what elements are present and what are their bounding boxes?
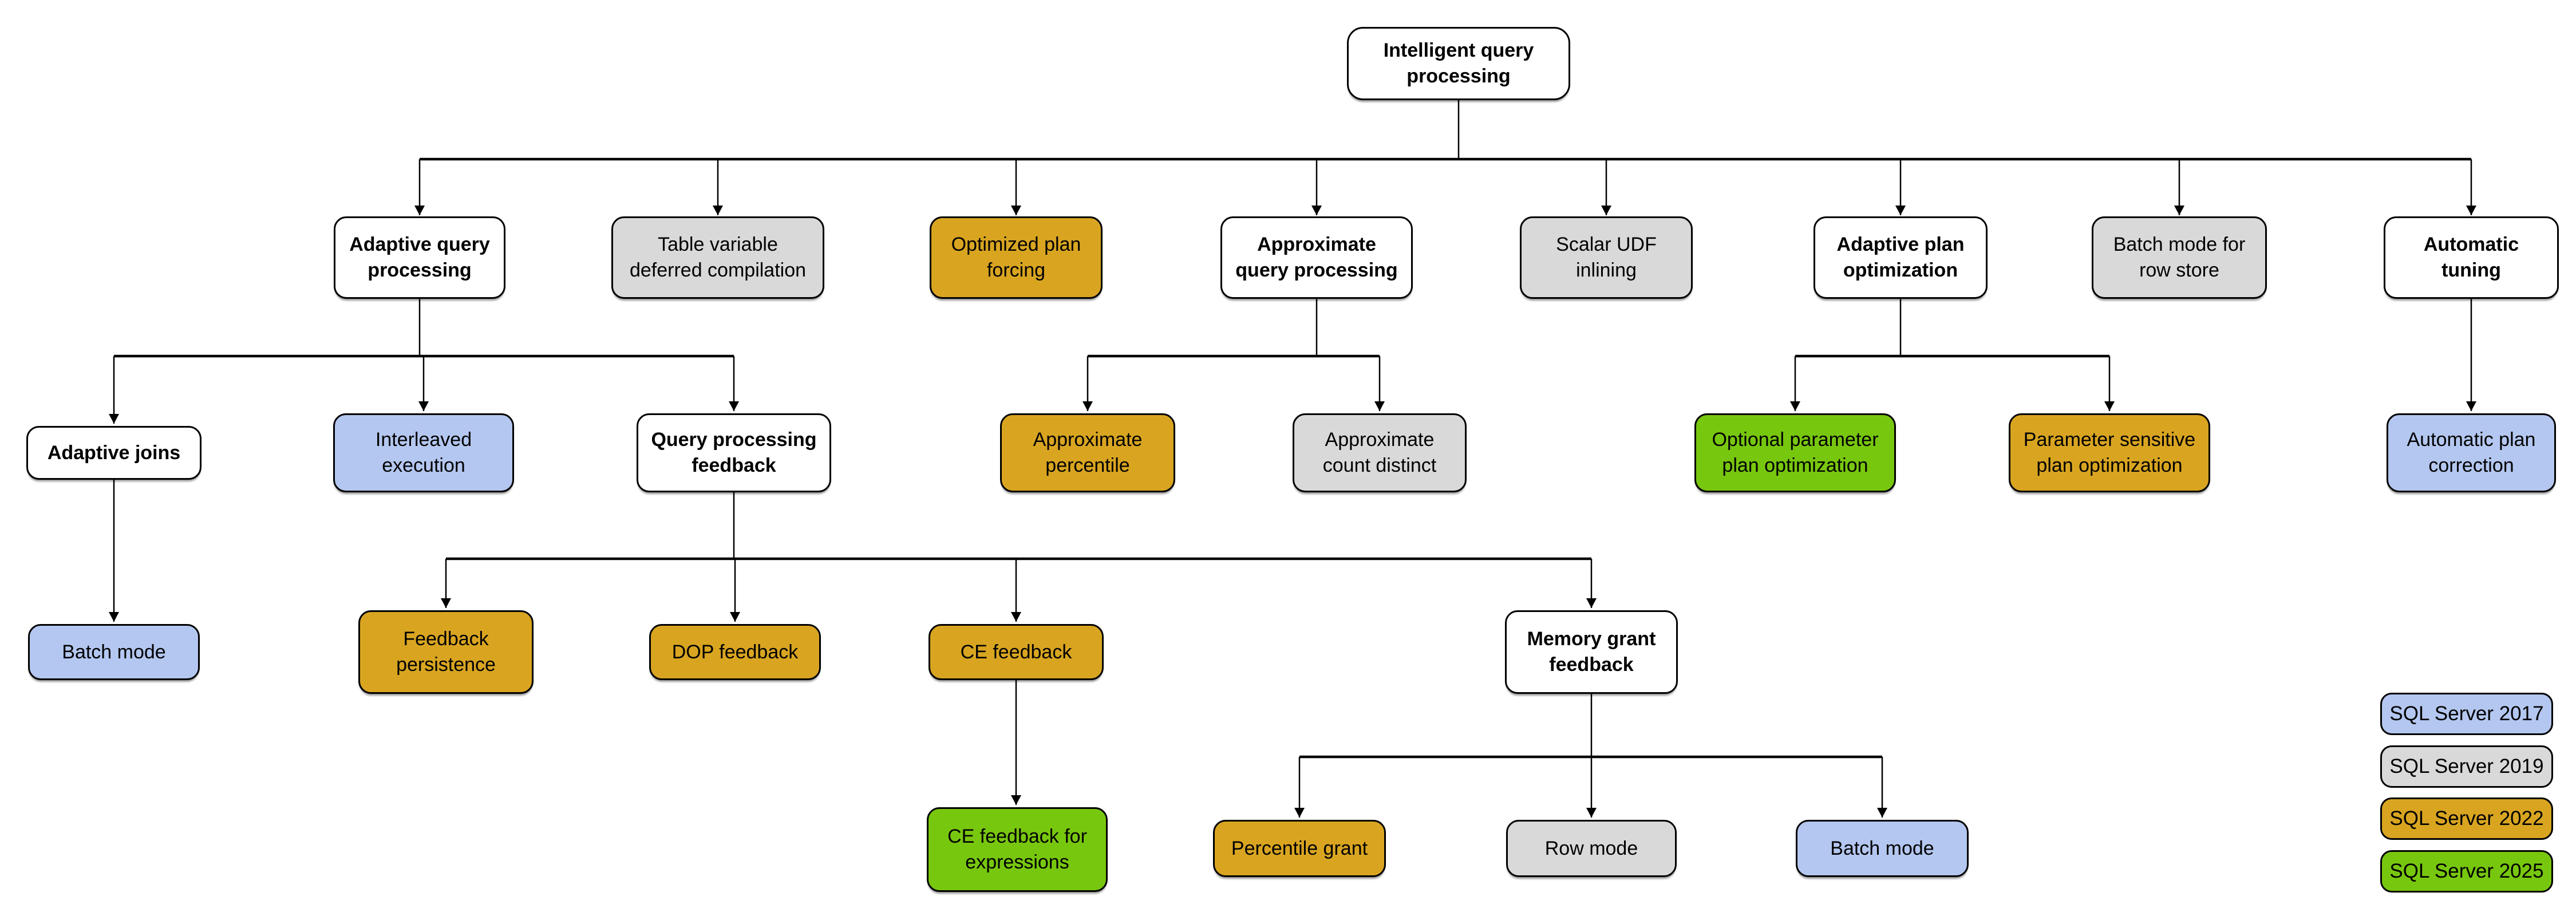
node-label: Percentile grant (1231, 837, 1368, 859)
node-automatic-tuning: Automatic tuning (2384, 216, 2559, 299)
node-label: Optimized plan forcing (951, 234, 1081, 281)
node-feedback-persistence: Feedback persistence (358, 610, 534, 694)
node-approximate-percentile: Approximate percentile (1000, 413, 1175, 492)
node-label: Batch mode (1830, 837, 1934, 859)
node-automatic-plan-correction: Automatic plan correction (2387, 413, 2556, 492)
node-label: Approximate percentile (1033, 429, 1143, 476)
node-label: CE feedback for expressions (947, 826, 1087, 873)
node-label: Scalar UDF inlining (1556, 234, 1657, 281)
node-label: Row mode (1544, 837, 1638, 859)
node-parameter-sensitive-plan-optimization: Parameter sensitive plan optimization (2009, 413, 2210, 492)
node-percentile-grant: Percentile grant (1213, 820, 1386, 877)
node-label: Automatic tuning (2423, 234, 2519, 281)
legend-label: SQL Server 2017 (2389, 702, 2544, 725)
node-approximate-query-processing: Approximate query processing (1220, 216, 1413, 299)
node-label: Approximate query processing (1235, 234, 1398, 281)
legend-item-sql-server-2022: SQL Server 2022 (2380, 797, 2553, 840)
node-approximate-count-distinct: Approximate count distinct (1293, 413, 1467, 492)
node-query-processing-feedback: Query processing feedback (637, 413, 831, 492)
node-label: Automatic plan correction (2407, 429, 2536, 476)
node-label: Feedback persistence (396, 628, 496, 676)
node-ce-feedback: CE feedback (929, 624, 1104, 680)
node-ce-feedback-for-expressions: CE feedback for expressions (927, 807, 1108, 892)
node-label: Optional parameter plan optimization (1712, 429, 1879, 476)
node-label: Adaptive query processing (349, 234, 490, 281)
node-intelligent-query-processing: Intelligent query processing (1347, 27, 1570, 100)
node-table-variable-deferred-compilation: Table variable deferred compilation (611, 216, 824, 299)
legend-label: SQL Server 2019 (2389, 755, 2544, 777)
node-label: Adaptive plan optimization (1836, 234, 1965, 281)
legend-label: SQL Server 2025 (2389, 860, 2544, 882)
legend-label: SQL Server 2022 (2389, 807, 2544, 830)
node-batch-mode-for-row-store: Batch mode for row store (2092, 216, 2267, 299)
legend-item-sql-server-2017: SQL Server 2017 (2380, 693, 2553, 735)
legend-item-sql-server-2025: SQL Server 2025 (2380, 850, 2553, 893)
node-label: Approximate count distinct (1322, 429, 1437, 476)
node-optimized-plan-forcing: Optimized plan forcing (930, 216, 1103, 299)
node-label: Memory grant feedback (1527, 628, 1656, 676)
node-label: Interleaved execution (375, 429, 472, 476)
node-row-mode: Row mode (1506, 820, 1677, 877)
node-label: Batch mode (62, 641, 166, 663)
node-adaptive-query-processing: Adaptive query processing (334, 216, 505, 299)
node-label: DOP feedback (671, 641, 799, 663)
node-label: Adaptive joins (47, 441, 181, 464)
node-dop-feedback: DOP feedback (649, 624, 821, 680)
node-label: Parameter sensitive plan optimization (2023, 429, 2196, 476)
node-batch-mode-adaptive-joins: Batch mode (28, 624, 200, 680)
node-interleaved-execution: Interleaved execution (333, 413, 514, 492)
node-label: Intelligent query processing (1383, 40, 1534, 87)
node-memory-grant-feedback: Memory grant feedback (1505, 610, 1678, 694)
node-label: Batch mode for row store (2113, 234, 2246, 281)
node-label: Query processing feedback (651, 429, 817, 476)
node-adaptive-plan-optimization: Adaptive plan optimization (1814, 216, 1988, 299)
node-label: CE feedback (960, 641, 1072, 663)
node-batch-mode-memory-grant: Batch mode (1796, 820, 1969, 877)
node-optional-parameter-plan-optimization: Optional parameter plan optimization (1694, 413, 1896, 492)
node-adaptive-joins: Adaptive joins (26, 426, 202, 480)
legend-item-sql-server-2019: SQL Server 2019 (2380, 745, 2553, 788)
node-scalar-udf-inlining: Scalar UDF inlining (1520, 216, 1693, 299)
node-label: Table variable deferred compilation (629, 234, 807, 281)
